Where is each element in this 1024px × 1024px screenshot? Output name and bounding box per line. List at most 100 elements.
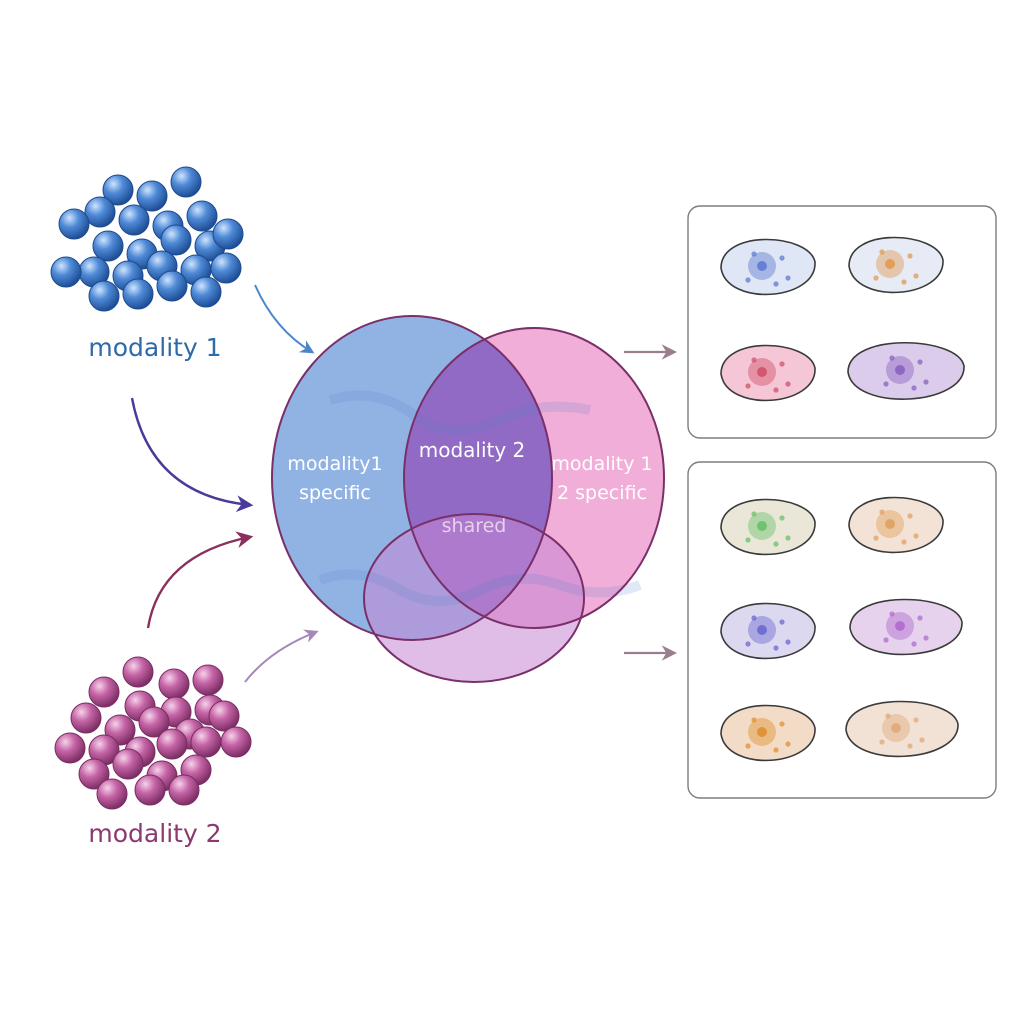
modality-1-bead [92,230,124,262]
cell-granule [779,619,785,625]
top-cell-panel-cells [720,236,965,402]
cell-granule [751,251,757,257]
venn-diagram: modality1 specific modality 2 modality 1… [271,315,665,683]
cell-membrane [720,344,816,402]
modality-1-bead [190,276,222,308]
modality-1-bead [160,224,192,256]
venn-overlap-label: modality 2 [419,438,526,462]
modality-2-bead-cluster [54,656,252,810]
cell-granule [923,379,929,385]
venn-bottom-outline [363,513,585,683]
modality-2-bead [122,656,154,688]
cell-granule [745,277,751,283]
modality-2-bead [112,748,144,780]
modality-1-bead-cluster [50,166,244,312]
cell-granule [779,721,785,727]
cell-granule [873,535,879,541]
modality-2-bead [96,778,128,810]
venn-right-label-line1: modality 1 [551,453,652,475]
modality-1-bead [186,200,218,232]
cell-granule [779,361,785,367]
modality-1-label: modality 1 [88,333,221,362]
arrow-modality2-to-venn-lower [244,629,319,683]
modality-2-bead [220,726,252,758]
cell-granule [745,743,751,749]
cell-membrane [720,238,816,296]
venn-right-label-line2: 2 specific [557,482,647,504]
cell-granule [879,249,885,255]
cell-membrane [848,236,944,294]
cell-granule [785,381,791,387]
cell-granule [785,275,791,281]
cell-nucleolus [757,727,767,737]
modality-1-bead [58,208,90,240]
top-panel-cell [720,344,816,402]
cell-granule [751,357,757,363]
cell-granule [917,359,923,365]
cell-granule [923,635,929,641]
cell-granule [919,737,925,743]
cell-granule [879,509,885,515]
top-panel-cell [720,238,816,296]
cell-granule [883,637,889,643]
cell-granule [785,741,791,747]
modality-2-bead [78,758,110,790]
cell-granule [779,515,785,521]
top-cell-panel [687,205,997,439]
top-panel-cell [848,236,944,294]
cell-nucleolus [885,519,895,529]
modality-1-bead [156,270,188,302]
modality-2-bead [156,728,188,760]
modality-2-bead [192,664,224,696]
cell-nucleolus [757,625,767,635]
modality-1-bead [50,256,82,288]
modality-1-bead [118,204,150,236]
bottom-panel-cell [849,598,963,656]
cell-granule [745,641,751,647]
cell-granule [911,385,917,391]
cell-granule [907,253,913,259]
cell-granule [913,273,919,279]
cell-granule [751,717,757,723]
cell-granule [751,615,757,621]
cell-nucleolus [895,621,905,631]
cell-nucleolus [757,261,767,271]
cell-granule [907,743,913,749]
cell-granule [773,645,779,651]
cell-granule [779,255,785,261]
top-panel-cell [847,341,965,400]
cell-granule [745,537,751,543]
cell-granule [913,717,919,723]
cell-membrane [848,496,944,554]
cell-granule [873,275,879,281]
cell-nucleolus [757,521,767,531]
cell-granule [773,747,779,753]
cell-granule [883,381,889,387]
venn-left-outline [271,315,553,641]
modality-2-bead [208,700,240,732]
arrow-modality2-to-venn-upper [146,531,254,629]
modality-2-bead [168,774,200,806]
modality-2-bead [134,774,166,806]
cell-membrane [845,700,959,758]
venn-right-outline [403,327,665,629]
cell-granule [745,383,751,389]
cell-membrane [849,598,963,656]
modality-2-bead [190,726,222,758]
bottom-panel-cell [720,704,816,762]
modality-1-bead [170,166,202,198]
bottom-panel-cell [720,602,816,660]
cell-membrane [720,704,816,762]
arrow-modality1-to-venn-upper [254,284,315,354]
modality-1-bead [102,174,134,206]
cell-granule [913,533,919,539]
modality-1-bead [122,278,154,310]
bottom-panel-cell [848,496,944,554]
cell-granule [901,279,907,285]
bottom-panel-cell [845,700,959,758]
cell-membrane [720,602,816,660]
arrow-modality1-to-venn-lower [130,397,254,513]
cell-granule [751,511,757,517]
cell-membrane [720,498,816,556]
